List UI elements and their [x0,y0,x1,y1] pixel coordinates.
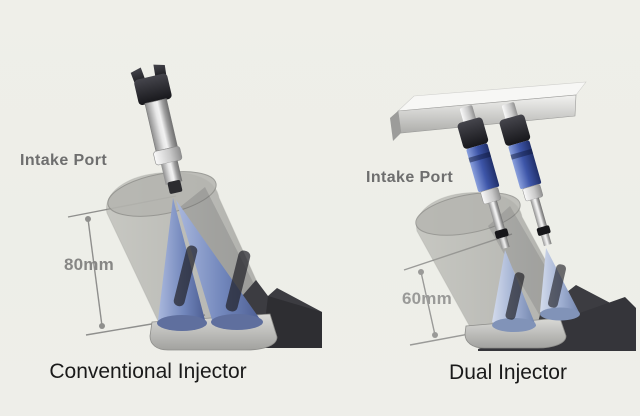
spray-cone-base [540,307,580,321]
dimension-label-60mm: 60mm [402,289,452,308]
injector-stem [488,200,506,234]
injector-body-blue [508,140,542,189]
injector-connector [499,114,531,146]
intake-valve-stem [225,250,251,312]
conventional-panel-art [67,64,322,351]
injector-stem [530,197,548,231]
spray-cone-base [492,318,536,332]
panel-caption-conventional: Conventional Injector [49,360,247,383]
intake-valve-stem [547,264,567,308]
intake-valve-stem [505,272,525,320]
injector-rail-fitting [501,102,518,121]
injector-rail-fitting [459,105,476,124]
valve-seat-base [464,317,567,349]
dual-panel-art [390,81,636,351]
intake-port-opening [107,171,217,217]
intake-valve-stem [173,245,198,307]
dimension-endpoint-dot [85,216,91,222]
injector-oring [494,228,509,239]
injector-stem-tip [540,233,552,247]
dual-injector-2 [499,102,552,247]
injector-band [468,151,492,163]
intake-port-label-conventional: Intake Port [20,152,108,169]
injector-collar [153,146,183,166]
injector-oring [536,225,551,236]
injector-stem-tip [498,236,510,250]
dimension-label-80mm: 80mm [64,255,114,274]
dimension-endpoint-dot [99,323,105,329]
spray-cone-left [158,198,206,329]
dimension-endpoint-dot [432,332,438,338]
injector-body-blue [466,143,500,192]
dual-injector-1 [457,105,510,250]
conventional-injector [130,64,183,194]
intake-port-label-dual: Intake Port [366,169,454,186]
injector-tip [167,179,183,194]
fuel-rail-front [397,94,577,134]
engine-shadow [262,296,322,348]
dimension-measure-line [87,218,103,327]
spray-cone-base [157,315,207,331]
injector-connector [457,117,489,149]
injector-nozzle [161,160,183,185]
injector-connector [134,73,172,106]
spray-cones [157,198,263,331]
injector-body [144,98,178,152]
spray-cone-base [211,314,263,330]
panel-caption-dual: Dual Injector [449,361,567,384]
fuel-rail-end-cap [390,111,401,141]
fuel-rail [390,81,587,141]
injector-band [510,148,534,160]
spray-cones [492,248,580,332]
dimension-measure-line [420,271,436,336]
dimension-endpoint-dot [418,269,424,275]
